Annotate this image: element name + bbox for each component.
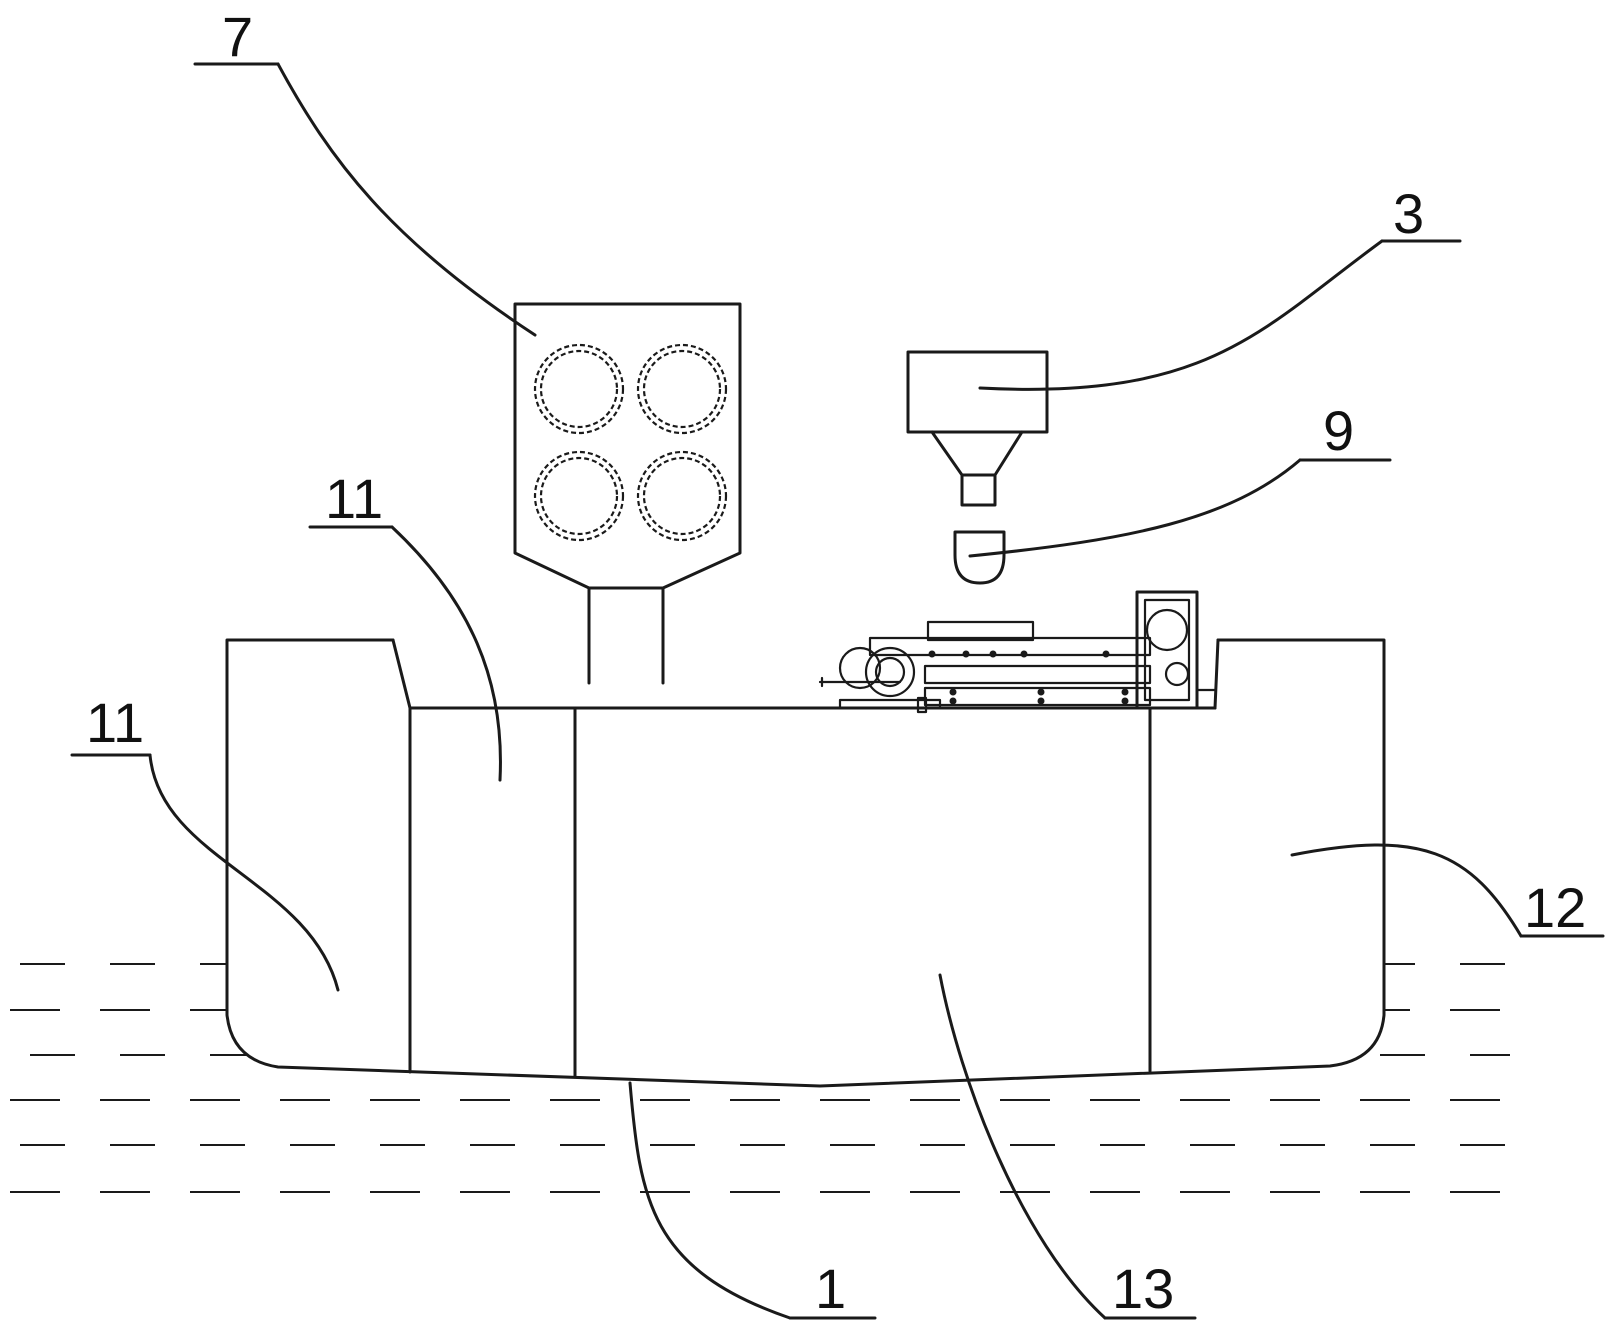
- storage-bin: [515, 304, 740, 683]
- label-13: 13: [1112, 1257, 1174, 1320]
- label-12: 12: [1524, 876, 1586, 939]
- hull: [227, 640, 1384, 1086]
- label-9: 9: [1323, 399, 1354, 462]
- label-7: 7: [222, 5, 253, 68]
- label-11-upper: 11: [325, 467, 383, 530]
- label-1: 1: [815, 1257, 846, 1320]
- label-3: 3: [1393, 182, 1424, 245]
- hopper: [908, 352, 1047, 505]
- label-11-lower: 11: [86, 691, 144, 754]
- nozzle: [955, 532, 1004, 583]
